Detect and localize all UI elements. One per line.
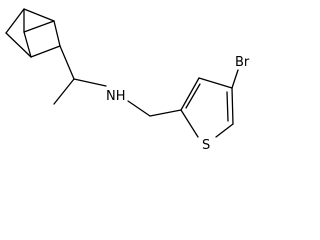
thiophene-ring: S Br	[180, 55, 250, 153]
bond-cage-2	[5, 32, 32, 58]
bond-cage-8	[23, 20, 55, 33]
norbornane-cage	[5, 8, 75, 80]
amine-label: NH	[106, 89, 126, 104]
bond-c4-c5-inner	[226, 91, 229, 122]
bond-ch2-ring	[149, 109, 182, 117]
bond-cage-1	[5, 8, 25, 34]
bond-ch-nh	[73, 78, 107, 87]
bond-nh-ch2	[127, 100, 151, 117]
amine-linker: NH	[53, 78, 182, 117]
bond-cage-4	[53, 20, 61, 47]
bond-c3-c4	[198, 77, 233, 89]
bond-ch-methyl	[53, 78, 75, 105]
bond-cage-5	[23, 8, 55, 22]
bond-c2-c3	[180, 77, 200, 111]
bond-c4-br	[231, 69, 239, 89]
bond-cage-7	[23, 31, 32, 58]
bromine-label: Br	[235, 55, 250, 70]
bond-c2-c3-inner	[185, 83, 201, 109]
bond-cage-3	[30, 45, 61, 58]
bond-s-c2	[180, 109, 199, 138]
chemical-structure: NH S Br	[5, 8, 250, 153]
bond-c4-c5	[231, 87, 234, 125]
bond-c5-s	[215, 123, 234, 138]
sulfur-label: S	[202, 138, 210, 153]
bond-cage-9	[59, 45, 75, 80]
